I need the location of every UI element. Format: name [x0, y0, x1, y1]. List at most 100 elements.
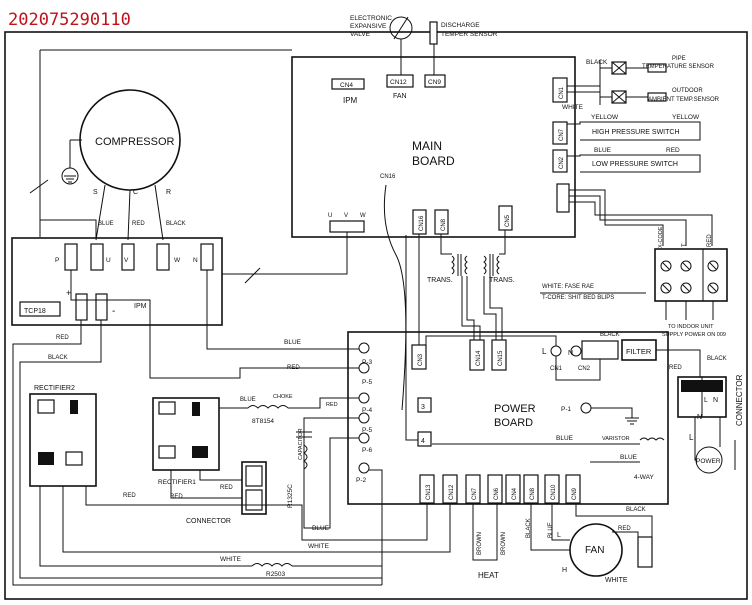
capacitor-label-1: R1325C	[287, 484, 294, 508]
fan-l-label: L	[557, 532, 561, 539]
diagram-border	[4, 31, 748, 600]
capacitor-label-2: CAPACITOR	[298, 428, 304, 460]
white-label-1: WHITE	[308, 543, 330, 550]
low-pressure-switch: BLUE RED LOW PRESSURE SWITCH	[567, 147, 701, 173]
comp-wire-blue: BLUE	[98, 221, 114, 227]
svg-text:+: +	[66, 288, 71, 298]
p-1-label: P-1	[561, 406, 572, 413]
main-cn9-connector	[424, 74, 446, 88]
right-connector-n: N	[713, 397, 718, 404]
ground-symbol	[61, 139, 82, 185]
p-pin-label-6: P-2	[356, 477, 367, 484]
choke-label-1: CHOKE	[273, 394, 293, 400]
comp-wire-black: BLACK	[166, 221, 186, 227]
power-cn14-connector	[469, 339, 485, 371]
blue-wire-fan: BLUE	[548, 522, 554, 538]
power-cn16-label: CN16	[419, 215, 425, 231]
trans-left-label: TRANS.	[427, 277, 453, 284]
main-cn7-label: CN7	[559, 128, 565, 141]
cn-small-2: CN2	[578, 366, 591, 372]
power-relay-3	[417, 397, 432, 413]
dtemp-label-1: DISCHARGE	[441, 22, 480, 29]
power-cn8-label: CN8	[441, 218, 447, 231]
svg-text:3: 3	[421, 404, 425, 411]
power-relay-4	[417, 431, 432, 447]
right-connector: L N CONNECTOR	[677, 374, 744, 426]
ln-l-label: L	[542, 347, 547, 356]
main-cn4-connector	[331, 78, 365, 90]
pipe-sensor-wiring: BLACK PIPE TEMPERATURE SENSOR OUTDOOR AM…	[562, 56, 720, 111]
left-l-label: L	[689, 433, 694, 442]
comp-wire-red: RED	[132, 221, 145, 227]
ipm-pin-n: N	[193, 257, 198, 264]
compressor-label: COMPRESSOR	[95, 136, 175, 148]
power-motor-label: POWER	[696, 458, 721, 465]
bottom-cn-1: CN13	[426, 484, 432, 500]
fan-wire-black: BLACK	[626, 507, 646, 513]
pipe-sensor-label-1: PIPE	[672, 56, 686, 62]
comp-s-label: S	[93, 189, 98, 196]
fan-motor-label: FAN	[585, 545, 604, 556]
main-fan-label: FAN	[393, 93, 407, 100]
bottom-cn-7: CN10	[551, 484, 557, 500]
main-cn2b-connector	[329, 220, 365, 233]
eev-label-2: EXPANSIVE	[350, 23, 387, 30]
blue-label-mid: BLUE	[284, 339, 302, 346]
bottom-cn-5: CN4	[512, 487, 518, 500]
main-uvw-v: V	[344, 213, 348, 219]
blue-label-4way: BLUE	[556, 435, 574, 442]
main-board	[291, 56, 576, 238]
compressor: COMPRESSOR S C R BLUE RED BLACK	[79, 89, 186, 241]
right-connector-label: CONNECTOR	[735, 374, 744, 426]
fan-motor	[569, 523, 623, 577]
main-cn9-label: CN9	[428, 79, 441, 86]
ipm-small-label: IPM	[134, 303, 147, 310]
power-cn15-label: CN15	[498, 350, 504, 366]
bottom-cn-4: CN6	[494, 487, 500, 500]
ipm-pin-u: U	[106, 257, 111, 264]
ln-n-label: N	[568, 350, 573, 357]
resistor-label: R2503	[266, 571, 286, 578]
main-cn2-connector	[552, 149, 568, 173]
brown-wire-1: BROWN	[477, 532, 483, 555]
red-label-conn-1: RED	[220, 485, 233, 491]
ipm-module	[11, 237, 223, 326]
electronic-expansion-valve: ELECTRONIC EXPANSIVE VALVE	[350, 15, 413, 75]
main-board-label-1: MAIN	[412, 139, 442, 153]
four-way-label: 4-WAY	[634, 474, 655, 481]
bottom-connectors: CN13 CN12 CN7 CN6 CN4 CN8 CN10 CN9	[419, 474, 581, 504]
connector-label: CONNECTOR	[186, 518, 231, 525]
power-board-label-2: BOARD	[494, 417, 533, 429]
main-uvw-u: U	[328, 213, 332, 219]
red-label-filter: RED	[669, 365, 682, 371]
terminal-word-1: X-CODE	[658, 226, 664, 248]
tcp18-box	[19, 301, 61, 317]
red-label-r1: RED	[170, 494, 183, 500]
blue-label-4way-2: BLUE	[620, 454, 638, 461]
fan-wire-white: WHITE	[605, 577, 628, 584]
terminal-word-3: RED	[707, 234, 713, 247]
main-cn4-label: CN4	[340, 82, 353, 89]
eev-label-1: ELECTRONIC	[350, 15, 392, 22]
main-cn12-connector	[386, 74, 414, 88]
bottom-cn-3: CN7	[472, 487, 478, 500]
rectifier-2-label: RECTIFIER2	[34, 385, 75, 392]
blue-label-bottom: BLUE	[312, 525, 330, 532]
black-label: BLACK	[586, 59, 608, 66]
svg-text:4: 4	[421, 438, 425, 445]
power-cn5-label: CN5	[505, 214, 511, 227]
main-cn7-connector	[552, 121, 568, 145]
bottom-cn-2: CN12	[449, 484, 455, 500]
power-cn15-connector	[491, 339, 507, 371]
ipm-pin-w: W	[174, 257, 181, 264]
note-1: WHITE: FASE RAE	[542, 284, 594, 290]
supply-note-2: SUPPLY POWER ON 009	[662, 332, 726, 338]
power-cn3-label: CN3	[418, 353, 424, 366]
choke-label-2: 8T8154	[252, 418, 274, 425]
black-wire-fan: BLACK	[526, 518, 532, 538]
bottom-cn-6: CN8	[530, 487, 536, 500]
p-pin-label-4: P-5	[362, 427, 373, 434]
red-label-lp: RED	[666, 147, 680, 154]
power-board-label-1: POWER	[494, 403, 536, 415]
